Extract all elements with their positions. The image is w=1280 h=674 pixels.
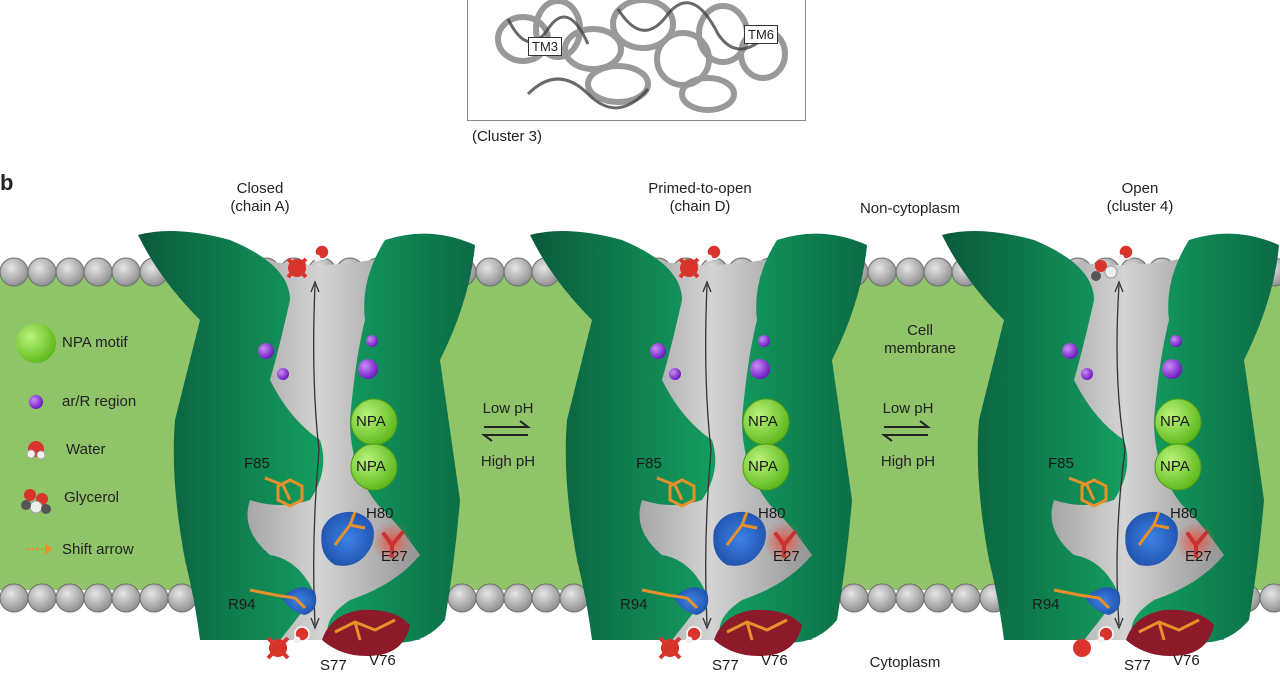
- inset-caption: (Cluster 3): [471, 128, 542, 145]
- blocked-molecule-top-icon: [678, 257, 700, 279]
- s77-v76-lobe: [1126, 609, 1214, 656]
- state-closed-title: Closed(chain A): [230, 180, 290, 215]
- inset-frame: TM3 TM6: [467, 0, 806, 121]
- e27-label-3: E27: [1185, 548, 1212, 565]
- s77-v76-lobe: [322, 609, 410, 656]
- protein-left-half: [942, 231, 1128, 640]
- protein-right-half: [719, 233, 867, 643]
- molecule-bottom-icon: [658, 626, 702, 660]
- f85-label-1: F85: [244, 455, 270, 472]
- npa-sphere-lower: [742, 443, 790, 491]
- ar-r-region-sphere: [1170, 335, 1182, 347]
- protein-left-half: [138, 231, 324, 640]
- equilibrium-1-high-ph: High pH: [480, 453, 536, 470]
- legend-shift-arrow-label: Shift arrow: [62, 541, 134, 558]
- npa-label-upper-3: NPA: [1160, 413, 1190, 430]
- npa-motif-icon: [16, 323, 56, 363]
- legend-icons: [16, 323, 56, 556]
- state-primed-title: Primed-to-open(chain D): [648, 180, 752, 215]
- r94-label-1: R94: [228, 596, 256, 613]
- blocked-molecule-top-icon: [286, 257, 308, 279]
- npa-label-upper-2: NPA: [748, 413, 778, 430]
- equilibrium-2-high-ph: High pH: [880, 453, 936, 470]
- ar-r-region-sphere: [358, 359, 378, 379]
- npa-sphere-lower: [350, 443, 398, 491]
- protein-right-half: [327, 233, 475, 643]
- ar-r-region-sphere: [366, 335, 378, 347]
- ar-r-region-sphere: [650, 343, 666, 359]
- ar-r-region-sphere: [750, 359, 770, 379]
- glycerol-top-icon: [1091, 260, 1118, 281]
- ar-r-region-sphere: [1162, 359, 1182, 379]
- h80-label-2: H80: [758, 505, 786, 522]
- molecule-bottom-icon: [266, 626, 310, 660]
- ar-r-region-sphere: [1062, 343, 1078, 359]
- s77-v76-lobe: [714, 609, 802, 656]
- tm3-label: TM3: [528, 37, 562, 56]
- his-h80-blob: [321, 511, 374, 566]
- ar-r-region-sphere: [1081, 368, 1093, 380]
- npa-label-lower-1: NPA: [356, 458, 386, 475]
- r94-label-3: R94: [1032, 596, 1060, 613]
- v76-label-2: V76: [761, 652, 788, 669]
- molecule-bottom-icon: [1073, 626, 1114, 657]
- h80-label-1: H80: [366, 505, 394, 522]
- s77-label-2: S77: [712, 657, 739, 674]
- non-cytoplasm-label: Non-cytoplasm: [859, 200, 961, 217]
- s77-label-1: S77: [320, 657, 347, 674]
- ar-r-region-icon: [29, 395, 43, 409]
- channel-1: [138, 231, 475, 660]
- equilibrium-2-low-ph: Low pH: [882, 400, 934, 417]
- legend-npa-label: NPA motif: [62, 334, 128, 351]
- npa-label-upper-1: NPA: [356, 413, 386, 430]
- permeation-path-arrow: [1116, 284, 1126, 626]
- ar-r-region-sphere: [758, 335, 770, 347]
- legend-water-label: Water: [66, 441, 106, 458]
- permeation-path-arrow: [705, 284, 712, 626]
- e27-label-2: E27: [773, 548, 800, 565]
- legend-glycerol-label: Glycerol: [64, 489, 120, 506]
- legend-arr-label: ar/R region: [62, 393, 137, 410]
- water-icon: [26, 441, 46, 460]
- protein-right-half: [1131, 233, 1279, 643]
- ar-r-region-sphere: [277, 368, 289, 380]
- f85-label-2: F85: [636, 455, 662, 472]
- channel-3: [942, 231, 1279, 657]
- s77-label-3: S77: [1124, 657, 1151, 674]
- tm6-label: TM6: [744, 25, 778, 44]
- equilibrium-1-low-ph: Low pH: [482, 400, 534, 417]
- f85-label-3: F85: [1048, 455, 1074, 472]
- his-h80-blob: [1125, 511, 1178, 566]
- v76-label-3: V76: [1173, 652, 1200, 669]
- glycerol-icon: [21, 489, 51, 514]
- cytoplasm-label: Cytoplasm: [869, 654, 941, 671]
- e27-label-1: E27: [381, 548, 408, 565]
- shift-arrow-icon: [26, 542, 53, 556]
- r94-label-2: R94: [620, 596, 648, 613]
- v76-label-1: V76: [369, 652, 396, 669]
- npa-label-lower-3: NPA: [1160, 458, 1190, 475]
- ar-r-region-sphere: [258, 343, 274, 359]
- protein-left-half: [530, 231, 716, 640]
- channel-2: [530, 231, 867, 660]
- npa-sphere-lower: [1154, 443, 1202, 491]
- state-open-title: Open(cluster 4): [1106, 180, 1174, 215]
- npa-label-lower-2: NPA: [748, 458, 778, 475]
- panel-label: b: [0, 170, 14, 195]
- ar-r-region-sphere: [669, 368, 681, 380]
- his-h80-blob: [713, 511, 766, 566]
- h80-label-3: H80: [1170, 505, 1198, 522]
- permeation-path-arrow: [313, 284, 320, 626]
